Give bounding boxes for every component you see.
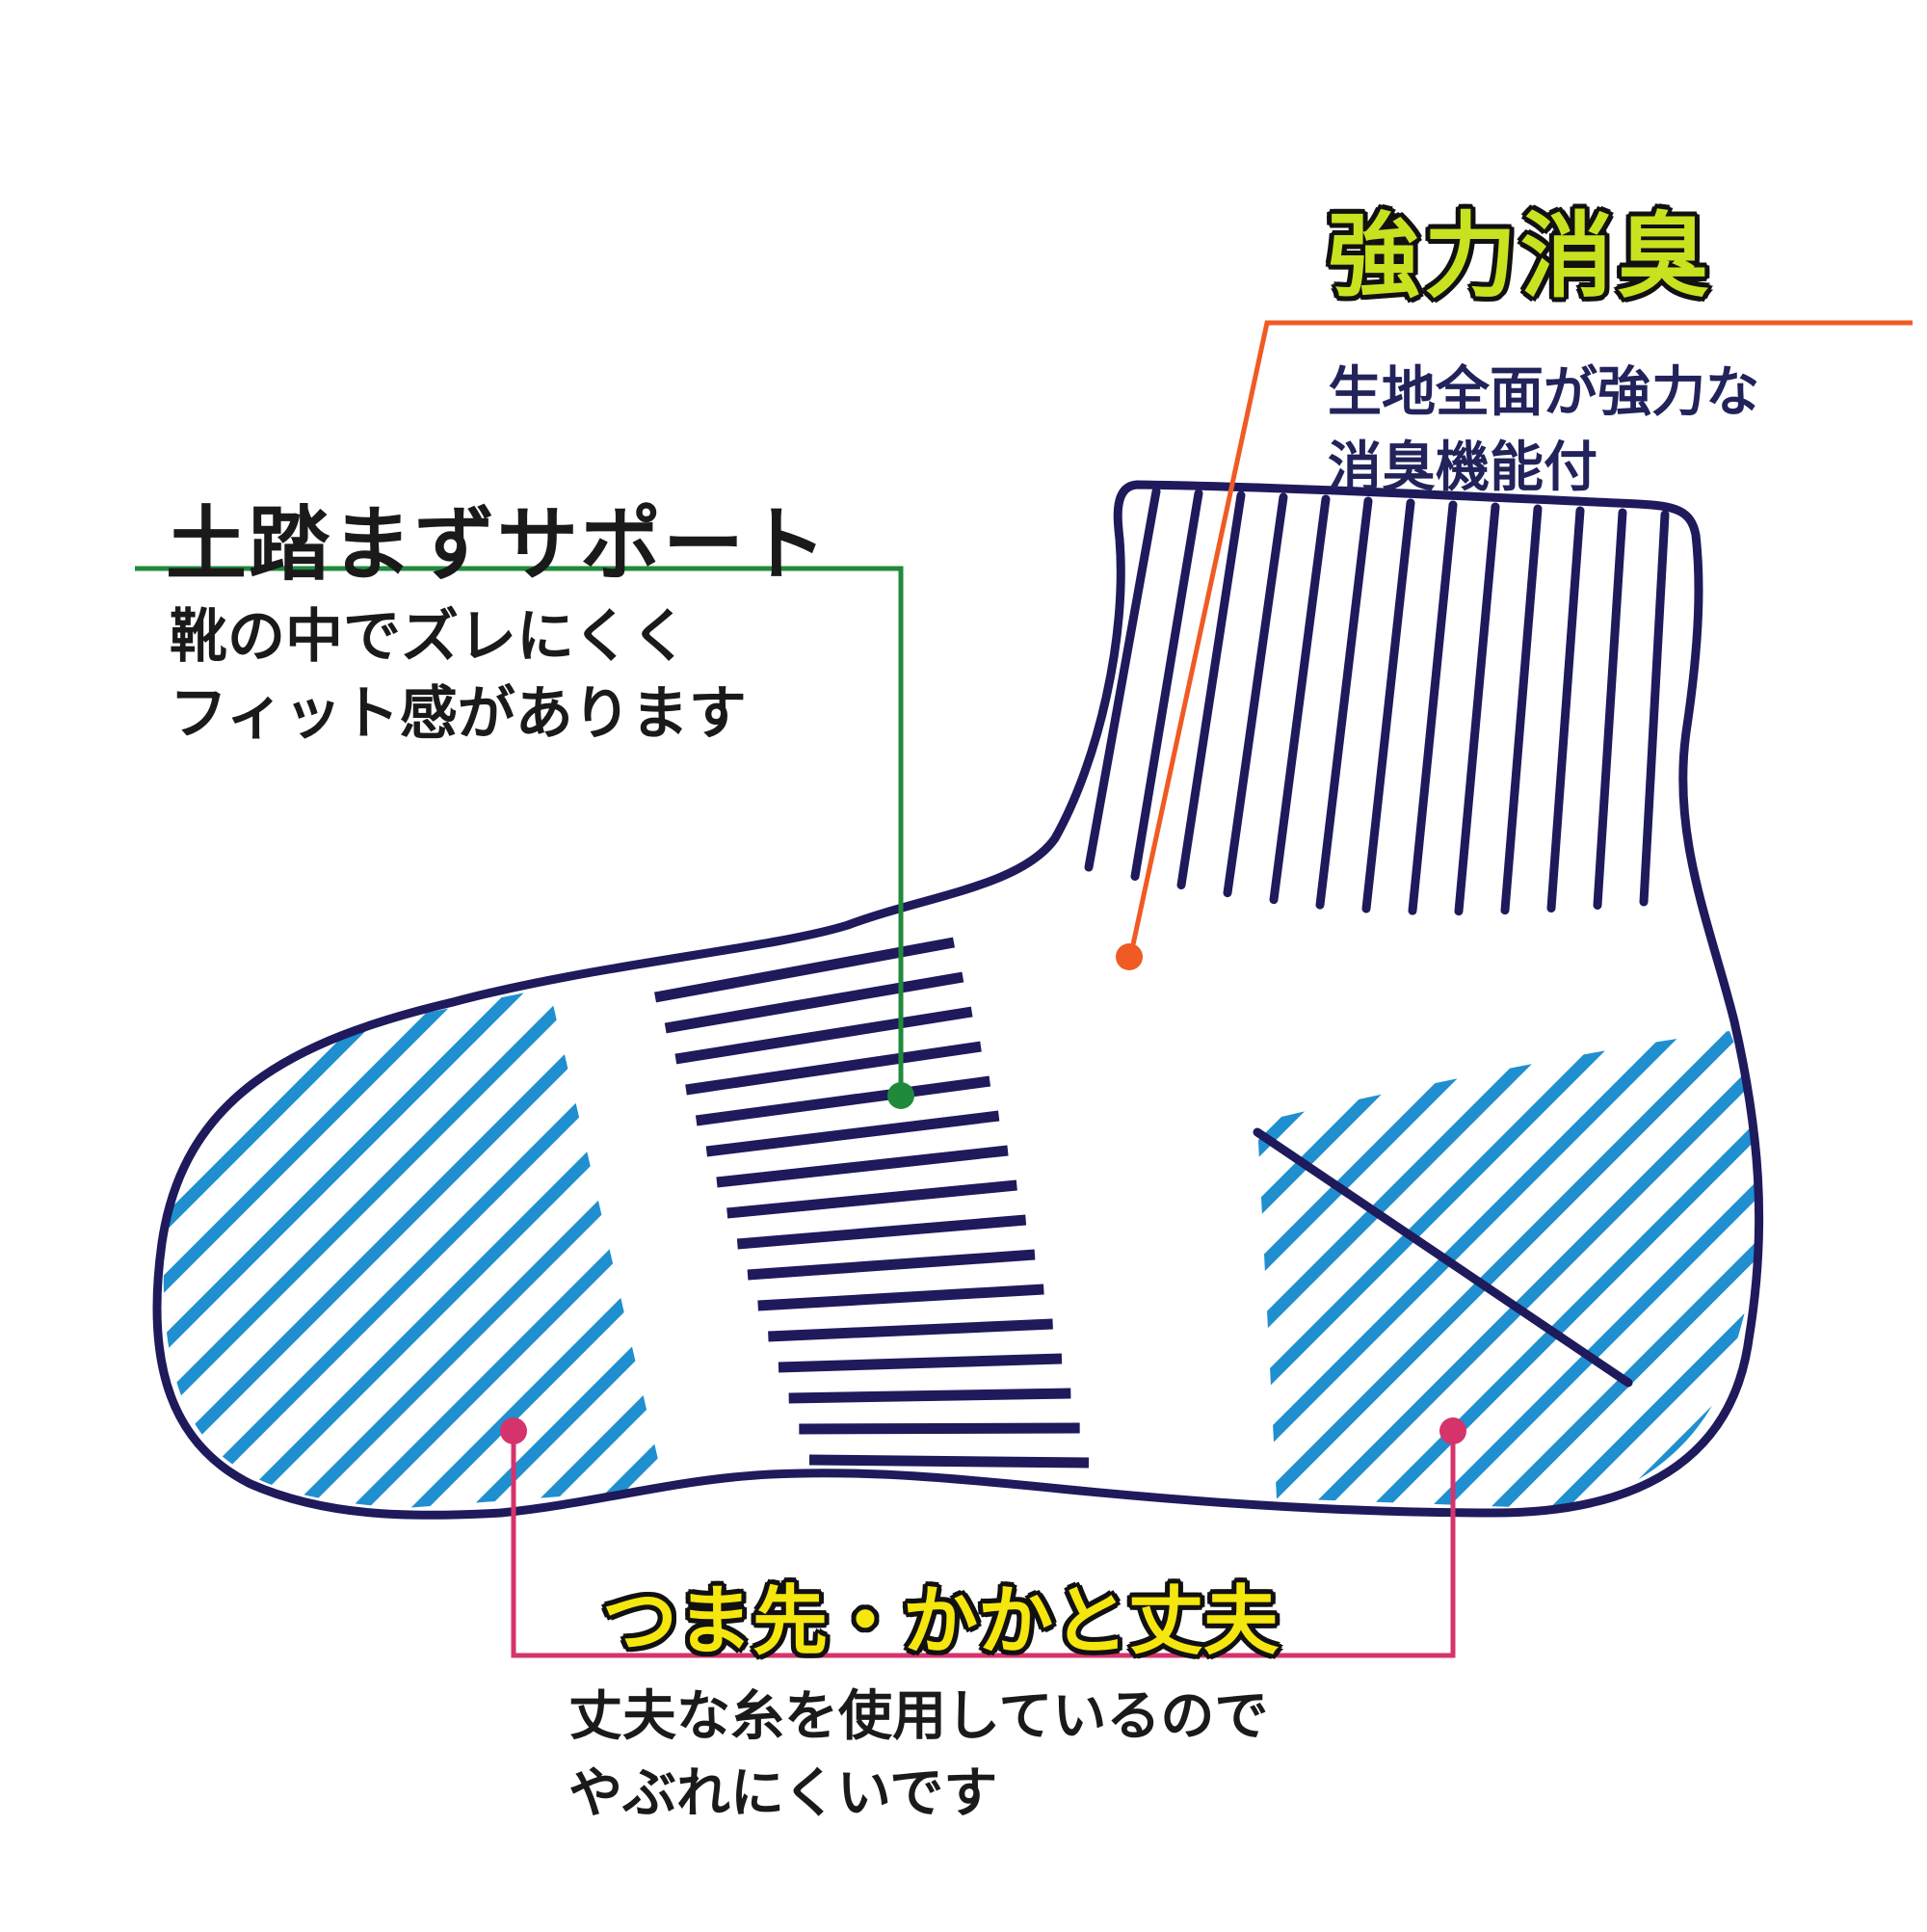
durable-title: つま先・かかと丈夫 [602, 1578, 1280, 1665]
cuff-rib [1176, 490, 1246, 889]
cuff-rib [1408, 500, 1458, 915]
arch-band [695, 1075, 991, 1126]
arch-band [768, 1318, 1053, 1342]
cuff-rib [1639, 510, 1670, 907]
cuff-rib [1315, 496, 1373, 910]
arch-title: 土踏まずサポート [166, 497, 830, 592]
durable-desc-line2: やぶれにくいです [568, 1762, 998, 1825]
deodorant-title: 強力消臭 [1328, 202, 1713, 310]
cuff-ribbing [1084, 487, 1670, 916]
arch-band [788, 1388, 1071, 1404]
arch-band [778, 1353, 1063, 1373]
cuff-rib [1500, 504, 1543, 915]
cuff-rib [1593, 508, 1627, 910]
heel-reinforcement [1257, 1031, 1761, 1508]
arch-band [726, 1179, 1017, 1219]
cuff-rib [1084, 487, 1161, 872]
arch-support-bands [654, 937, 1090, 1469]
arch-band [716, 1145, 1009, 1188]
sock-outline [152, 480, 1764, 1520]
arch-band [685, 1041, 982, 1096]
arch-band [705, 1110, 1000, 1157]
arch-leader [135, 566, 914, 1109]
arch-band [654, 937, 955, 1003]
arch-band [799, 1422, 1080, 1435]
deodorant-desc-line2: 消臭機能付 [1328, 437, 1597, 499]
toe-reinforcement [163, 988, 665, 1508]
deodorant-desc-line1: 生地全面が強力な [1328, 361, 1759, 424]
durable-desc-line1: 丈夫な糸を使用しているので [568, 1685, 1269, 1748]
cuff-rib [1130, 489, 1203, 881]
cuff-rib [1269, 494, 1331, 905]
durable-leader [500, 1417, 1466, 1658]
arch-band [674, 1006, 973, 1065]
deodorant-leader [1116, 320, 1913, 970]
cuff-rib [1454, 502, 1500, 916]
arch-band [747, 1249, 1036, 1281]
arch-band [736, 1214, 1027, 1250]
heel-seam-line [1253, 1127, 1633, 1388]
arch-band [757, 1284, 1044, 1311]
arch-desc-line1: 靴の中でズレにくく [170, 603, 689, 671]
arch-band [664, 971, 964, 1034]
cuff-rib [1361, 498, 1415, 913]
cuff-rib [1546, 506, 1585, 913]
arch-desc-line2: フィット感があります [170, 680, 747, 748]
cuff-rib [1223, 492, 1288, 898]
arch-band [808, 1454, 1090, 1469]
